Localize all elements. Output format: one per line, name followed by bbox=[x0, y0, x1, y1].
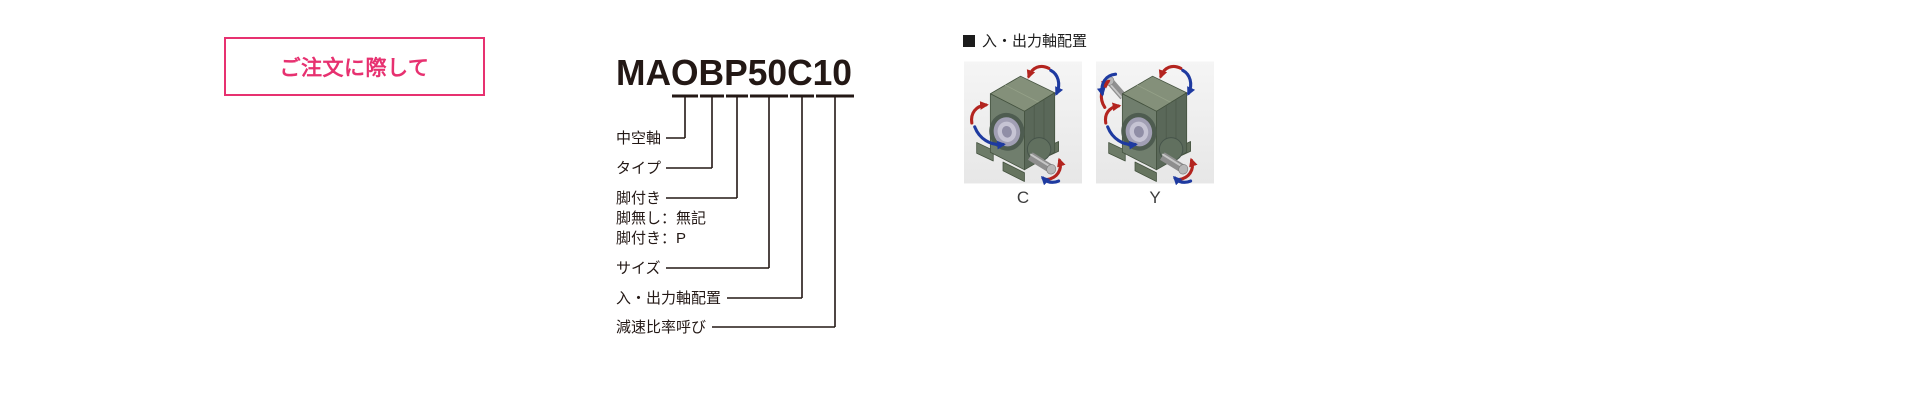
rotation-arrow-red-top bbox=[1158, 64, 1183, 79]
rotation-arrow-blue-top bbox=[1049, 68, 1064, 96]
gearbox-figures: C bbox=[964, 60, 1214, 208]
rotation-arrow-blue-top bbox=[1181, 68, 1196, 96]
output-shaft-end bbox=[1178, 164, 1189, 175]
rotation-arrow-blue-shaft bbox=[1172, 176, 1193, 185]
output-shaft-highlight bbox=[1029, 153, 1052, 168]
order-box-label: ご注文に際して bbox=[279, 56, 430, 80]
hollow-bore bbox=[1121, 112, 1157, 151]
gearbox-foot bbox=[976, 142, 994, 162]
rotation-arrow-red-bore bbox=[1103, 102, 1122, 125]
model-code-text: MAOBP50C10 bbox=[616, 52, 852, 93]
label-shaft-arrangement: 入・出力軸配置 bbox=[616, 290, 721, 307]
output-shaft-end bbox=[1046, 164, 1057, 175]
gearbox-figure-c: C bbox=[964, 60, 1082, 208]
shaft-arrangement-heading-text: 入・出力軸配置 bbox=[982, 33, 1088, 50]
hollow-bore bbox=[989, 112, 1025, 151]
variant-label-y: Y bbox=[1149, 188, 1161, 207]
gearbox-image-c bbox=[964, 61, 1082, 185]
panel-seam bbox=[1136, 84, 1172, 103]
shaft-arrangement-heading: 入・出力軸配置 bbox=[963, 30, 1087, 51]
order-box: ご注文に際して bbox=[224, 37, 485, 96]
label-reduction-ratio: 減速比率呼び bbox=[616, 319, 706, 336]
rotation-arrow-red-top bbox=[1026, 64, 1051, 79]
gearbox-foot bbox=[1134, 161, 1157, 182]
panel-seam bbox=[1004, 84, 1040, 103]
gearbox-foot bbox=[1108, 142, 1126, 162]
gearbox-figure-y: Y bbox=[1096, 60, 1214, 208]
label-hollow-shaft: 中空軸 bbox=[616, 130, 661, 147]
label-size: サイズ bbox=[616, 260, 661, 277]
gearbox-foot bbox=[1002, 161, 1025, 182]
gearbox-image-y bbox=[1096, 61, 1214, 185]
rotation-arrow-blue-bore bbox=[1106, 125, 1138, 150]
label-foot: 脚付き bbox=[616, 190, 661, 207]
rotation-arrow-red-bore bbox=[970, 101, 989, 125]
output-shaft-highlight bbox=[1161, 153, 1184, 168]
model-code-diagram: MAOBP50C10 中空軸 タイプ 脚付き 脚無し：無記 脚付き：P サイズ … bbox=[616, 52, 854, 336]
rotation-arrow-blue-bore bbox=[973, 125, 1006, 150]
variant-label-c: C bbox=[1016, 188, 1030, 207]
rotation-arrow-blue-input bbox=[1096, 72, 1118, 97]
label-type: タイプ bbox=[616, 160, 661, 177]
label-foot-note-none: 脚無し：無記 bbox=[616, 210, 706, 227]
black-square-icon bbox=[963, 34, 975, 47]
label-foot-note-p: 脚付き：P bbox=[616, 230, 686, 247]
rotation-arrow-blue-shaft bbox=[1040, 176, 1061, 185]
